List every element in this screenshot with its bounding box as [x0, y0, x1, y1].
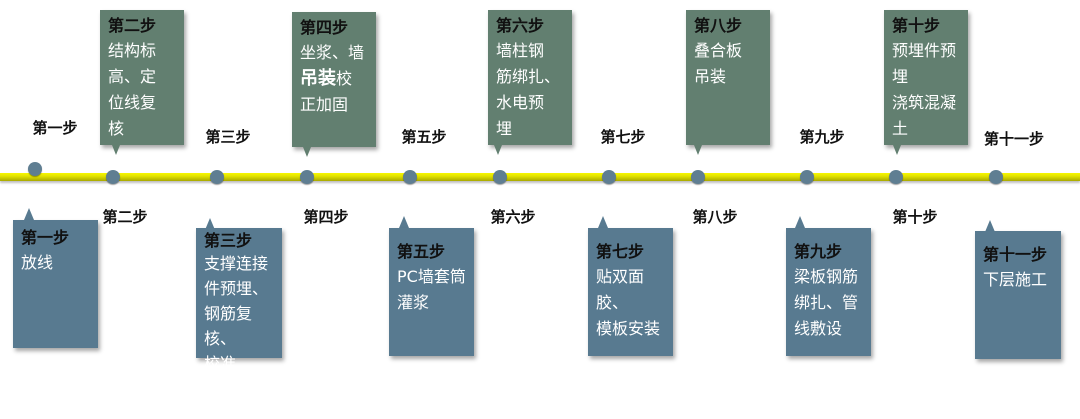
step-1-card-text: 放线	[21, 253, 54, 272]
step-11-label: 第十一步	[983, 130, 1045, 148]
step-10-card-title: 第十步	[892, 16, 941, 35]
step-8-dot	[691, 170, 705, 184]
step-6-card-pointer	[494, 145, 502, 155]
step-8-card-text: 叠合板 吊装	[694, 41, 743, 86]
step-10-card: 第十步 预埋件预 埋 浇筑混凝 土	[884, 10, 968, 145]
step-6-card: 第六步 墙柱钢 筋绑扎、 水电预 埋	[488, 10, 572, 145]
step-5-card: 第五步 PC墙套筒 灌浆	[389, 228, 474, 356]
step-7-card-title: 第七步	[596, 242, 645, 261]
step-1-card-pointer	[24, 208, 34, 220]
step-11-card: 第十一步 下层施工	[975, 231, 1061, 359]
step-10-card-pointer	[893, 145, 901, 155]
step-8-card-pointer	[694, 145, 702, 155]
step-3-card-title: 第三步	[204, 231, 253, 250]
step-11-dot	[989, 170, 1003, 184]
step-9-card: 第九步 梁板钢筋 绑扎、管 线敷设	[786, 228, 871, 356]
step-9-card-pointer	[795, 216, 805, 228]
step-2-card: 第二步 结构标 高、定 位线复 核	[100, 10, 184, 145]
step-11-card-pointer	[985, 220, 995, 232]
step-3-card-text: 支撑连接 件预埋、 钢筋复核、 校准	[204, 254, 269, 373]
step-4-card: 第四步 坐浆、墙吊装校正加固	[292, 12, 376, 147]
step-5-card-title: 第五步	[397, 242, 446, 261]
step-6-card-text: 墙柱钢 筋绑扎、 水电预 埋	[496, 41, 561, 138]
step-9-label: 第九步	[799, 128, 845, 146]
step-11-card-text: 下层施工	[983, 270, 1048, 289]
step-5-label: 第五步	[401, 128, 447, 146]
step-3-dot	[210, 170, 224, 184]
step-8-card-title: 第八步	[694, 16, 743, 35]
step-2-dot	[106, 170, 120, 184]
step-10-dot	[889, 170, 903, 184]
step-4-label: 第四步	[303, 208, 349, 226]
step-2-card-text: 结构标 高、定 位线复 核	[108, 41, 157, 138]
step-9-dot	[800, 170, 814, 184]
step-7-dot	[602, 170, 616, 184]
step-8-card: 第八步 叠合板 吊装	[686, 10, 770, 145]
step-4-card-text: 坐浆、墙吊装校正加固	[300, 43, 365, 114]
step-3-card: 第三步 支撑连接 件预埋、 钢筋复核、 校准	[196, 228, 282, 373]
timeline-bar	[0, 173, 1080, 181]
step-7-label: 第七步	[600, 128, 646, 146]
step-10-label: 第十步	[892, 208, 938, 226]
step-6-card-title: 第六步	[496, 16, 545, 35]
step-11-card-title: 第十一步	[983, 245, 1048, 264]
step-5-dot	[403, 170, 417, 184]
step-5-card-text: PC墙套筒 灌浆	[397, 267, 466, 312]
step-4-card-title: 第四步	[300, 18, 349, 37]
step-7-card-text: 贴双面胶、 模板安装	[596, 267, 661, 338]
step-1-card-title: 第一步	[21, 228, 70, 247]
step-6-label: 第六步	[490, 208, 536, 226]
step-9-card-title: 第九步	[794, 242, 843, 261]
step-8-label: 第八步	[692, 208, 738, 226]
step-1-card: 第一步 放线	[13, 220, 98, 348]
step-7-card: 第七步 贴双面胶、 模板安装	[588, 228, 673, 356]
step-1-label: 第一步	[32, 119, 78, 137]
step-1-dot	[28, 162, 42, 176]
step-4-dot	[300, 170, 314, 184]
step-7-card-pointer	[598, 216, 608, 228]
step-5-card-pointer	[399, 216, 409, 228]
step-10-card-text: 预埋件预 埋 浇筑混凝 土	[892, 41, 957, 138]
step-2-label: 第二步	[102, 208, 148, 226]
step-9-card-text: 梁板钢筋 绑扎、管 线敷设	[794, 267, 859, 338]
step-3-label: 第三步	[205, 128, 251, 146]
step-2-card-title: 第二步	[108, 16, 157, 35]
step-4-card-pointer	[303, 147, 311, 157]
step-2-card-pointer	[112, 145, 120, 155]
step-6-dot	[493, 170, 507, 184]
step-3-card-pointer	[205, 218, 215, 230]
